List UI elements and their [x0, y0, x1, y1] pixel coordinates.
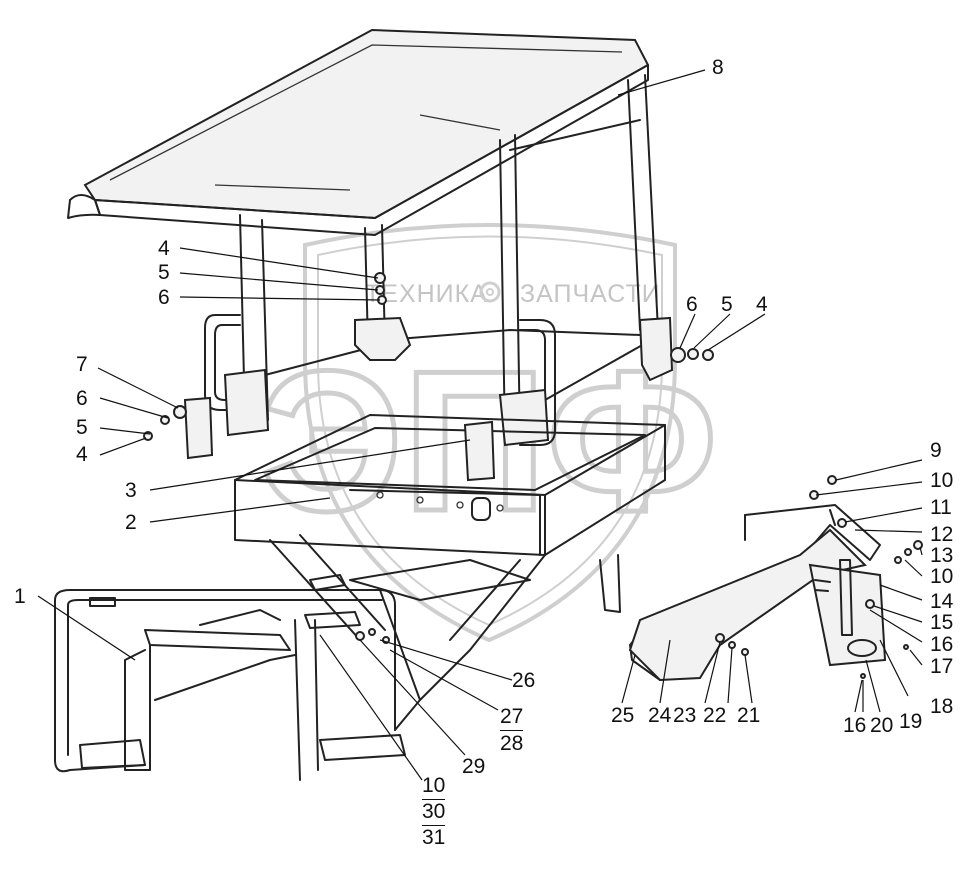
callout-5: 5: [76, 416, 88, 439]
callout-29: 29: [462, 755, 486, 778]
callout-25: 25: [611, 704, 635, 727]
callout-3: 3: [125, 479, 137, 502]
callout-27: 27: [500, 706, 524, 731]
hardware: [143, 272, 714, 644]
gear-icon: [479, 281, 501, 303]
callout-24: 24: [648, 704, 672, 727]
callout-6: 6: [76, 387, 88, 410]
callout-15: 15: [930, 611, 954, 634]
floor-frame: [234, 414, 666, 701]
callout-4: 4: [756, 293, 768, 316]
callout-16: 16: [930, 633, 954, 656]
brackets: [183, 316, 674, 460]
roof: [67, 28, 650, 236]
callout-5: 5: [721, 293, 733, 316]
callout-4: 4: [158, 237, 170, 260]
mudflap: [808, 559, 909, 679]
callout-31: 31: [422, 826, 446, 849]
leader-lines: [37, 69, 923, 781]
callout-5: 5: [158, 261, 170, 284]
callout-30: 30: [422, 801, 446, 826]
callout-1: 1: [14, 585, 26, 608]
callout-28: 28: [500, 732, 524, 755]
callout-6: 6: [158, 286, 170, 309]
callout-17: 17: [930, 655, 954, 678]
watermark-text-right: ЗАПЧАСТИ: [520, 280, 661, 308]
callout-6: 6: [686, 293, 698, 316]
callout-10: 10: [930, 469, 954, 492]
callout-7: 7: [76, 353, 88, 376]
callout-23: 23: [673, 704, 697, 727]
callout-20: 20: [870, 714, 894, 737]
callout-2: 2: [125, 511, 137, 534]
callout-11: 11: [930, 496, 952, 519]
callout-10: 10: [930, 565, 954, 588]
callout-18: 18: [930, 695, 954, 718]
step-frame: [54, 589, 421, 781]
callout-21: 21: [737, 704, 761, 727]
callout-12: 12: [930, 523, 954, 546]
callout-16: 16: [843, 714, 867, 737]
callout-14: 14: [930, 590, 954, 613]
callout-13: 13: [930, 544, 954, 567]
callout-9: 9: [930, 439, 942, 462]
callout-8: 8: [712, 56, 724, 79]
callout-22: 22: [703, 704, 727, 727]
callout-10: 10: [422, 775, 446, 800]
callout-4: 4: [76, 443, 88, 466]
callout-26: 26: [512, 669, 536, 692]
callout-19: 19: [899, 710, 923, 733]
